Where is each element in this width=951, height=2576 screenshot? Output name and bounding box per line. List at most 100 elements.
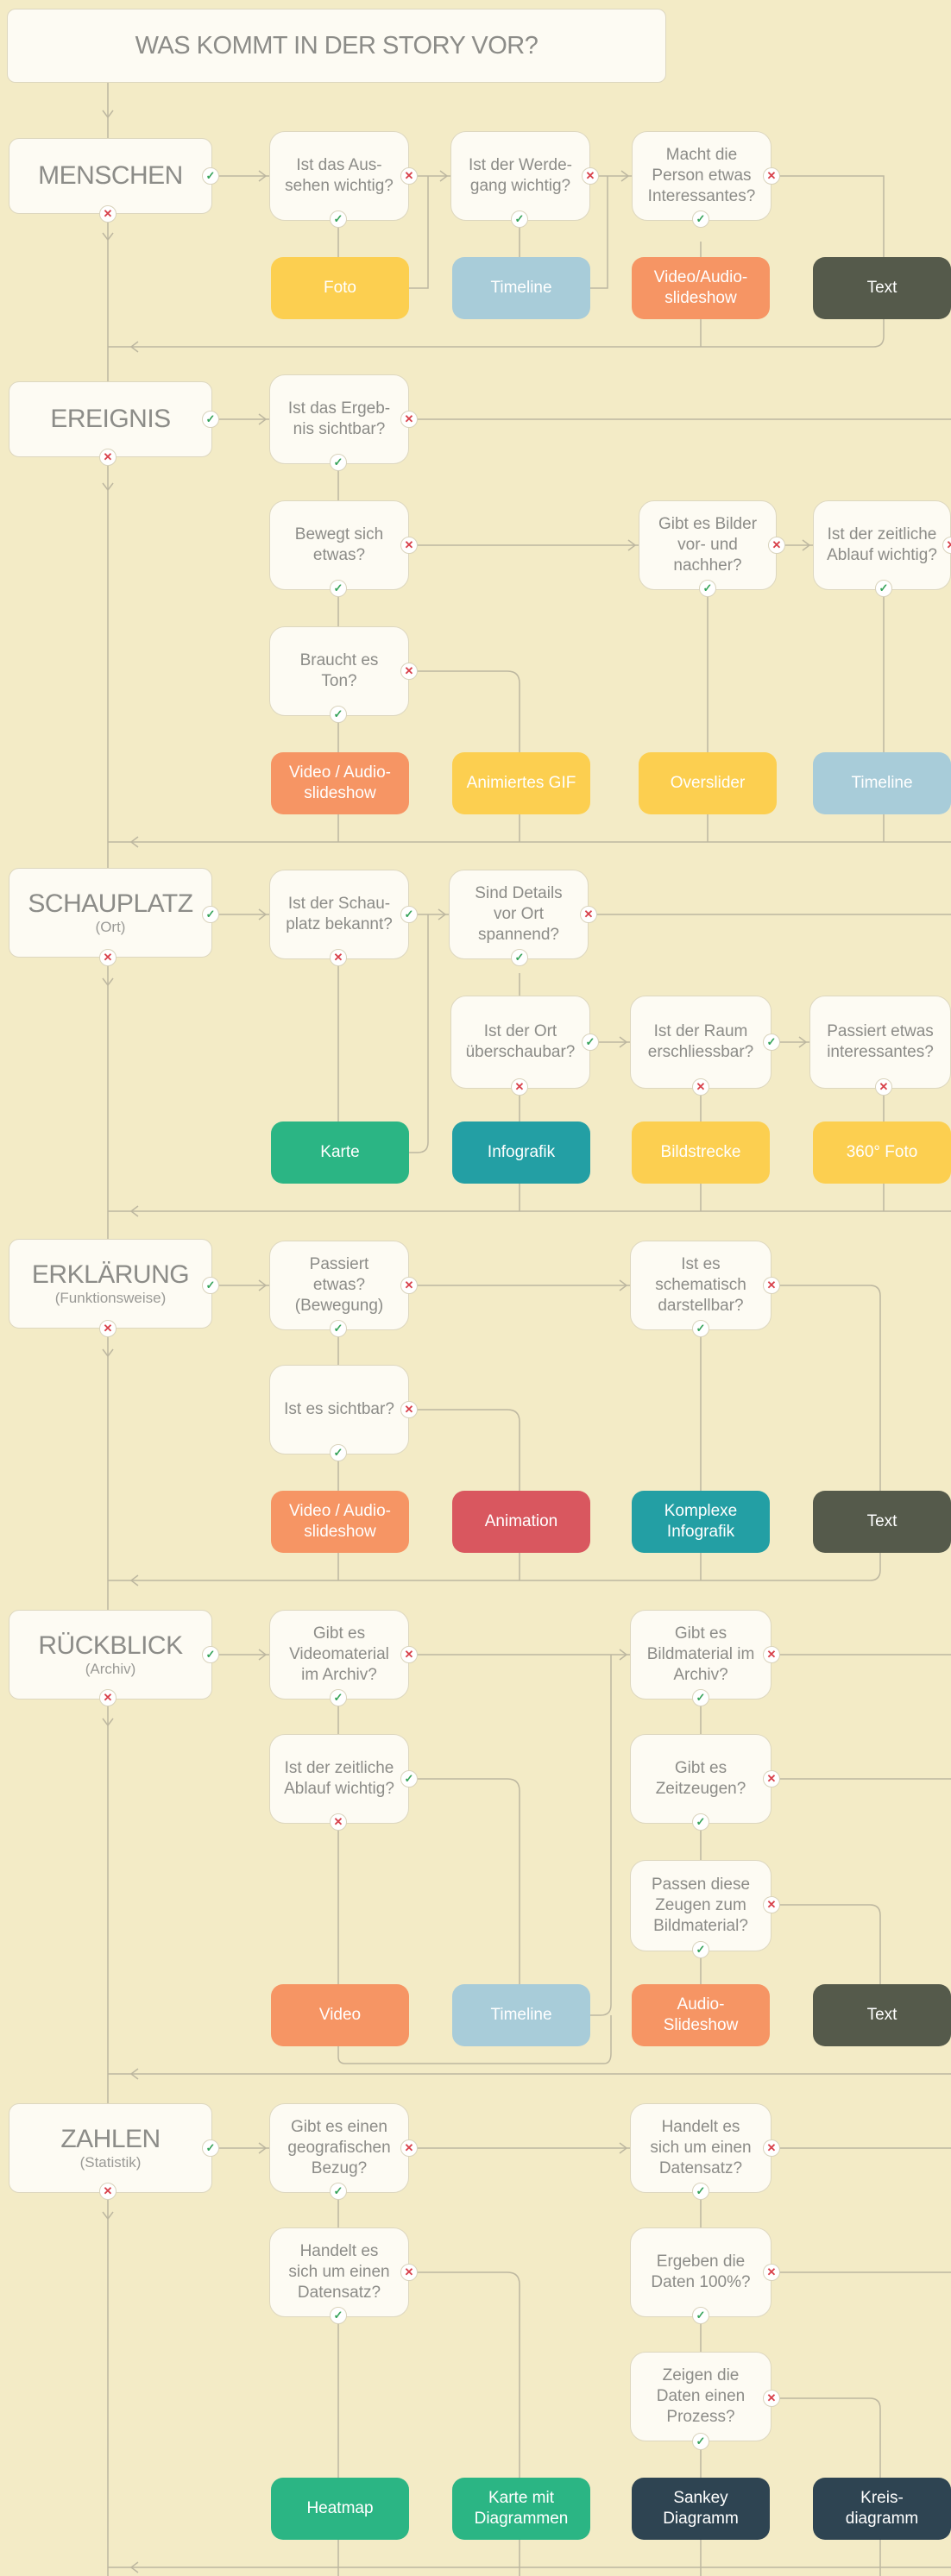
page-title: WAS KOMMT IN DER STORY VOR? [7, 9, 666, 83]
result-video: Video [271, 1984, 409, 2046]
yes-check-icon: ✓ [511, 210, 528, 228]
yes-check-icon: ✓ [400, 906, 418, 923]
no-cross-icon: ✕ [582, 167, 599, 185]
section-ereignis: EREIGNIS [9, 381, 212, 457]
result-timeline: Timeline [452, 257, 590, 319]
result-sankey-diagramm: Sankey Diagramm [632, 2478, 770, 2540]
result-bildstrecke: Bildstrecke [632, 1122, 770, 1184]
question-passiert-etwas: Passiert etwas? (Bewegung) [269, 1241, 409, 1330]
yes-check-icon: ✓ [202, 1646, 219, 1663]
question-raum-erschliessbar: Ist der Raum erschliessbar? [630, 996, 772, 1089]
section-title: ERKLÄRUNG [31, 1260, 190, 1289]
no-cross-icon: ✕ [400, 537, 418, 554]
question-zeitzeugen: Gibt es Zeitzeugen? [630, 1734, 772, 1824]
result-animiertes-gif: Animiertes GIF [452, 752, 590, 814]
section-menschen: MENSCHEN [9, 138, 212, 214]
question-schauplatz-bekannt: Ist der Schau- platz bekannt? [269, 870, 409, 959]
section-subtitle: (Archiv) [85, 1661, 136, 1677]
question-zeitlicher-ablauf: Ist der zeitliche Ablauf wichtig? [813, 500, 951, 590]
no-cross-icon: ✕ [763, 2390, 780, 2407]
no-cross-icon: ✕ [99, 949, 117, 966]
yes-check-icon: ✓ [330, 210, 347, 228]
yes-check-icon: ✓ [763, 1034, 780, 1051]
yes-check-icon: ✓ [202, 2139, 219, 2157]
section-subtitle: (Statistik) [79, 2154, 142, 2171]
section-title: MENSCHEN [38, 161, 183, 190]
result-video-audio-slideshow: Video/Audio- slideshow [632, 257, 770, 319]
question-daten-prozess: Zeigen die Daten einen Prozess? [630, 2352, 772, 2441]
yes-check-icon: ✓ [330, 1320, 347, 1337]
no-cross-icon: ✕ [99, 449, 117, 466]
yes-check-icon: ✓ [699, 580, 716, 597]
result-overslider: Overslider [639, 752, 777, 814]
result-komplexe-infografik: Komplexe Infografik [632, 1491, 770, 1553]
no-cross-icon: ✕ [99, 2183, 117, 2200]
no-cross-icon: ✕ [763, 2139, 780, 2157]
section-title: RÜCKBLICK [38, 1631, 183, 1660]
question-zeugen-passen: Passen diese Zeugen zum Bildmaterial? [630, 1860, 772, 1951]
result-karte: Karte [271, 1122, 409, 1184]
result-audio-slideshow: Audio- Slideshow [632, 1984, 770, 2046]
result-text: Text [813, 1491, 951, 1553]
yes-check-icon: ✓ [511, 949, 528, 966]
question-ergebnis-sichtbar: Ist das Ergeb- nis sichtbar? [269, 374, 409, 464]
yes-check-icon: ✓ [692, 210, 709, 228]
section-erklaerung: ERKLÄRUNG (Funktionsweise) [9, 1239, 212, 1329]
question-braucht-ton: Braucht es Ton? [269, 626, 409, 716]
question-werdegang: Ist der Werde- gang wichtig? [450, 131, 590, 221]
no-cross-icon: ✕ [763, 1646, 780, 1663]
no-cross-icon: ✕ [580, 906, 597, 923]
section-schauplatz: SCHAUPLATZ (Ort) [9, 868, 212, 958]
result-360-foto: 360° Foto [813, 1122, 951, 1184]
result-infografik: Infografik [452, 1122, 590, 1184]
question-schematisch-darstellbar: Ist es schematisch darstellbar? [630, 1241, 772, 1330]
no-cross-icon: ✕ [400, 1401, 418, 1418]
section-subtitle: (Ort) [95, 919, 126, 935]
yes-check-icon: ✓ [330, 706, 347, 723]
question-person-interessant: Macht die Person etwas Interessantes? [632, 131, 772, 221]
no-cross-icon: ✕ [763, 1277, 780, 1294]
no-cross-icon: ✕ [400, 2264, 418, 2281]
no-cross-icon: ✕ [400, 1646, 418, 1663]
result-timeline: Timeline [452, 1984, 590, 2046]
result-karte-mit-diagrammen: Karte mit Diagrammen [452, 2478, 590, 2540]
yes-check-icon: ✓ [582, 1034, 599, 1051]
yes-check-icon: ✓ [330, 454, 347, 471]
no-cross-icon: ✕ [400, 2139, 418, 2157]
no-cross-icon: ✕ [763, 167, 780, 185]
yes-check-icon: ✓ [692, 2433, 709, 2450]
no-cross-icon: ✕ [763, 1896, 780, 1913]
yes-check-icon: ✓ [692, 1689, 709, 1706]
question-bildmaterial-archiv: Gibt es Bildmaterial im Archiv? [630, 1610, 772, 1700]
result-video-audio-slideshow: Video / Audio- slideshow [271, 1491, 409, 1553]
section-subtitle: (Funktionsweise) [54, 1290, 167, 1306]
question-datensatz: Handelt es sich um einen Datensatz? [630, 2103, 772, 2193]
question-zeitlicher-ablauf: Ist der zeitliche Ablauf wichtig? [269, 1734, 409, 1824]
no-cross-icon: ✕ [400, 663, 418, 680]
question-sichtbar: Ist es sichtbar? [269, 1365, 409, 1454]
question-datensatz-geo: Handelt es sich um einen Datensatz? [269, 2227, 409, 2317]
yes-check-icon: ✓ [330, 1689, 347, 1706]
question-ort-ueberschaubar: Ist der Ort überschaubar? [450, 996, 590, 1089]
no-cross-icon: ✕ [99, 205, 117, 223]
result-animation: Animation [452, 1491, 590, 1553]
question-aussehen: Ist das Aus- sehen wichtig? [269, 131, 409, 221]
no-cross-icon: ✕ [99, 1689, 117, 1706]
yes-check-icon: ✓ [875, 580, 892, 597]
yes-check-icon: ✓ [330, 580, 347, 597]
result-timeline: Timeline [813, 752, 951, 814]
yes-check-icon: ✓ [692, 1941, 709, 1958]
yes-check-icon: ✓ [202, 906, 219, 923]
yes-check-icon: ✓ [400, 1770, 418, 1787]
section-title: SCHAUPLATZ [28, 889, 193, 918]
yes-check-icon: ✓ [692, 2183, 709, 2200]
yes-check-icon: ✓ [202, 411, 219, 428]
yes-check-icon: ✓ [330, 2183, 347, 2200]
yes-check-icon: ✓ [692, 1320, 709, 1337]
yes-check-icon: ✓ [692, 2307, 709, 2324]
yes-check-icon: ✓ [202, 1277, 219, 1294]
no-cross-icon: ✕ [692, 1078, 709, 1096]
no-cross-icon: ✕ [330, 1813, 347, 1831]
section-title: ZAHLEN [60, 2125, 161, 2153]
